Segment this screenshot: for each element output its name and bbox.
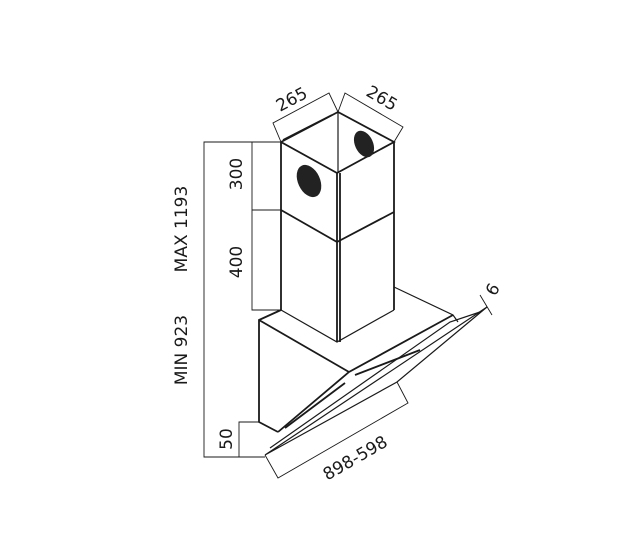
dim-265-right: 265 [363, 82, 401, 116]
glass-panel [264, 306, 488, 456]
vent-grille-icon [296, 130, 375, 198]
dimension-lines [203, 92, 493, 479]
dim-min-height: MIN 923 [172, 315, 192, 385]
dim-898-598: 898-598 [320, 432, 392, 485]
hood-body [258, 286, 459, 433]
dim-6: 6 [482, 280, 505, 299]
dim-50: 50 [217, 428, 237, 450]
dim-max-height: MAX 1193 [172, 186, 192, 273]
dim-300: 300 [227, 158, 247, 190]
chimney [279, 110, 396, 343]
dim-265-left: 265 [273, 84, 311, 117]
dim-400: 400 [227, 246, 247, 278]
